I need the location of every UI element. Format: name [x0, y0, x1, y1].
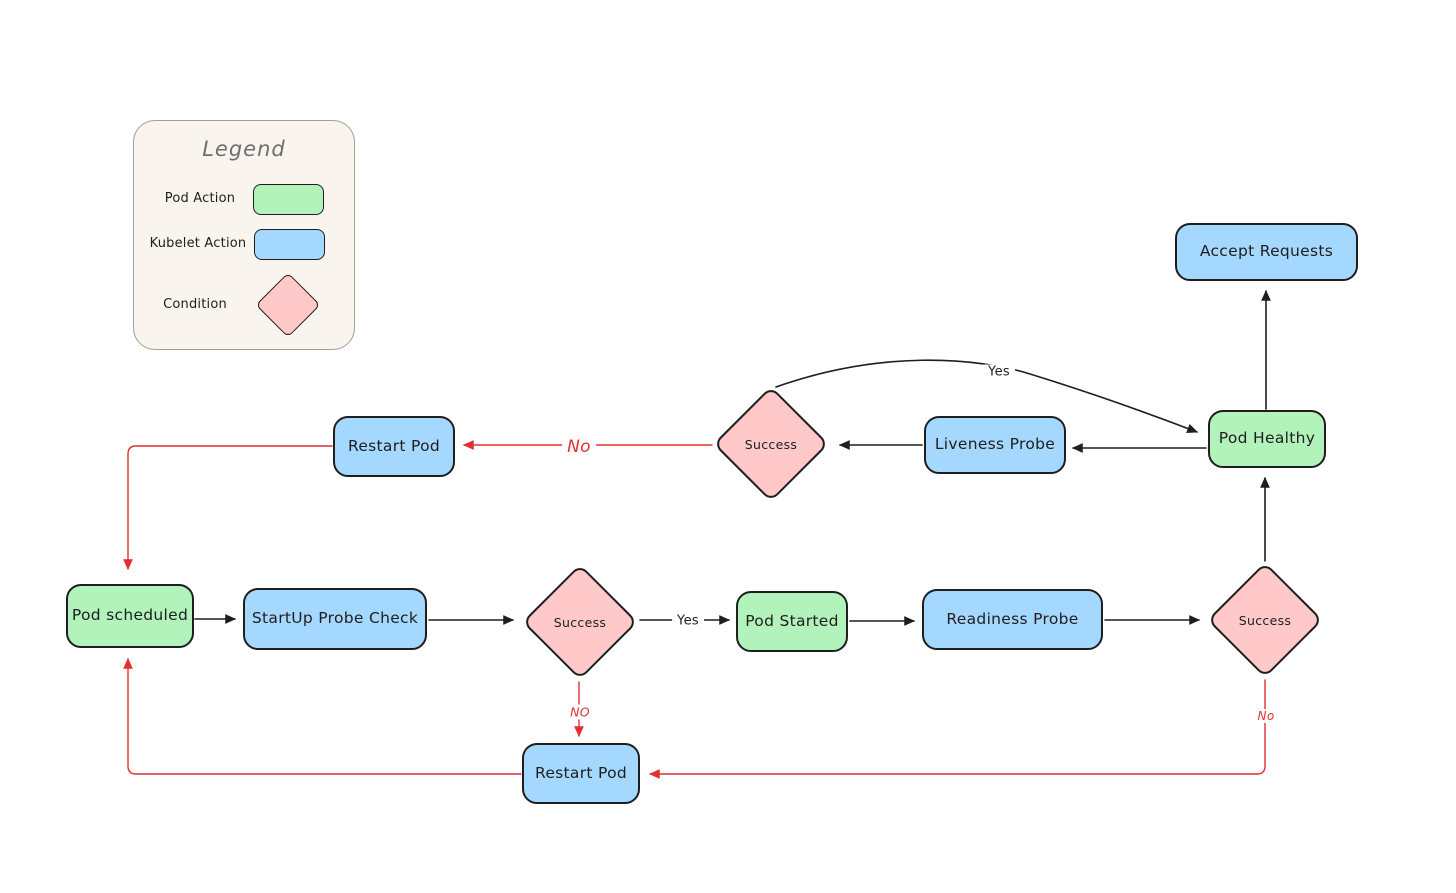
node-liveness-success-label: Success	[744, 436, 798, 452]
legend-label-kubelet-action: Kubelet Action	[149, 236, 247, 251]
node-startup-probe-check-label: StartUp Probe Check	[251, 609, 419, 628]
node-readiness-success-label: Success	[1238, 612, 1292, 628]
node-startup-success: Success	[522, 564, 638, 680]
node-liveness-success: Success	[713, 386, 829, 502]
edge-readiness-no-to-restart	[648, 679, 1266, 779]
legend-swatch-condition	[255, 272, 321, 338]
node-pod-healthy-label: Pod Healthy	[1218, 429, 1316, 448]
legend-title: Legend	[202, 137, 286, 161]
node-startup-probe-check: StartUp Probe Check	[243, 588, 427, 650]
node-restart-pod-bottom: Restart Pod	[522, 743, 640, 804]
node-liveness-probe: Liveness Probe	[924, 416, 1066, 474]
node-pod-started: Pod Started	[736, 591, 848, 652]
legend-panel: Legend Pod Action Kubelet Action Conditi…	[133, 120, 355, 350]
edge-restart-to-podscheduled	[123, 445, 333, 571]
node-restart-pod-top-label: Restart Pod	[347, 436, 441, 455]
edge-liveness-yes-curve	[775, 359, 1199, 434]
node-liveness-probe-label: Liveness Probe	[934, 435, 1056, 454]
node-pod-scheduled-label: Pod scheduled	[71, 606, 189, 625]
legend-swatch-pod-action	[253, 184, 324, 215]
edge-label-readiness-no: No	[1252, 709, 1280, 723]
node-readiness-probe-label: Readiness Probe	[946, 609, 1079, 628]
legend-label-condition: Condition	[163, 297, 227, 312]
node-accept-requests-label: Accept Requests	[1199, 242, 1334, 261]
edge-restartbottom-to-podscheduled	[123, 657, 522, 775]
node-readiness-success: Success	[1207, 562, 1323, 678]
node-pod-scheduled: Pod scheduled	[66, 584, 194, 648]
node-restart-pod-bottom-label: Restart Pod	[534, 763, 628, 782]
legend-label-pod-action: Pod Action	[164, 191, 236, 206]
node-restart-pod-top: Restart Pod	[333, 416, 455, 477]
legend-swatch-kubelet-action	[254, 229, 325, 260]
legend-condition-diamond-shape	[255, 272, 321, 338]
edge-label-startup-no: NO	[565, 704, 595, 720]
node-pod-healthy: Pod Healthy	[1208, 410, 1326, 468]
node-pod-started-label: Pod Started	[745, 611, 839, 630]
node-startup-success-label: Success	[553, 614, 607, 630]
node-accept-requests: Accept Requests	[1175, 223, 1358, 281]
edge-label-startup-yes: Yes	[672, 613, 704, 629]
node-readiness-probe: Readiness Probe	[922, 589, 1103, 650]
edge-label-liveness-no: No	[562, 437, 596, 457]
edge-label-liveness-yes: Yes	[983, 364, 1015, 380]
